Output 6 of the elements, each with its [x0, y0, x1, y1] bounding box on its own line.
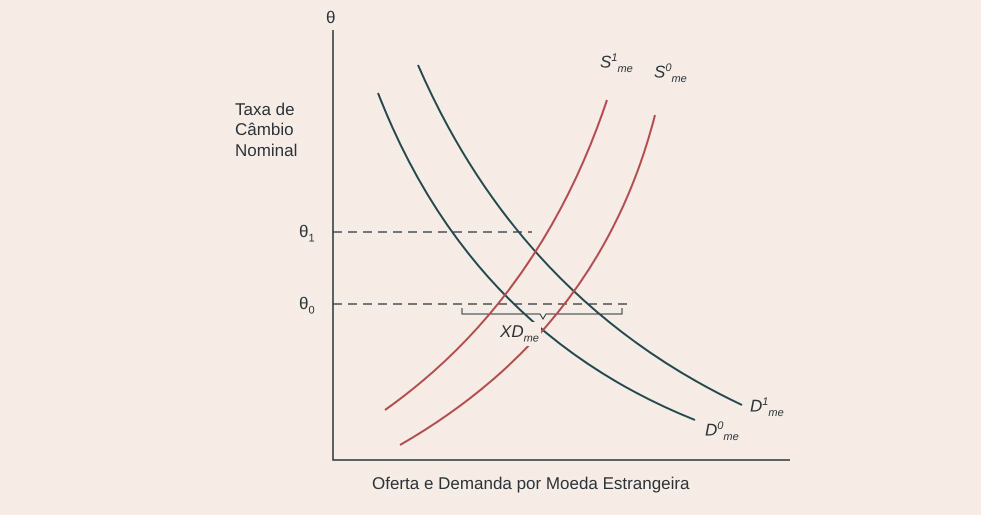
axis-symbol: θ [326, 8, 336, 28]
axis-title: Oferta e Demanda por Moeda Estrangeira [372, 474, 690, 494]
axis-tick-label: θ$_{0}$ [299, 294, 315, 318]
axis-title: Taxa de Câmbio Nominal [235, 100, 298, 162]
brace-label: XD$_{me}$ [498, 322, 541, 346]
axis-tick-label: θ$_{1}$ [299, 222, 315, 246]
